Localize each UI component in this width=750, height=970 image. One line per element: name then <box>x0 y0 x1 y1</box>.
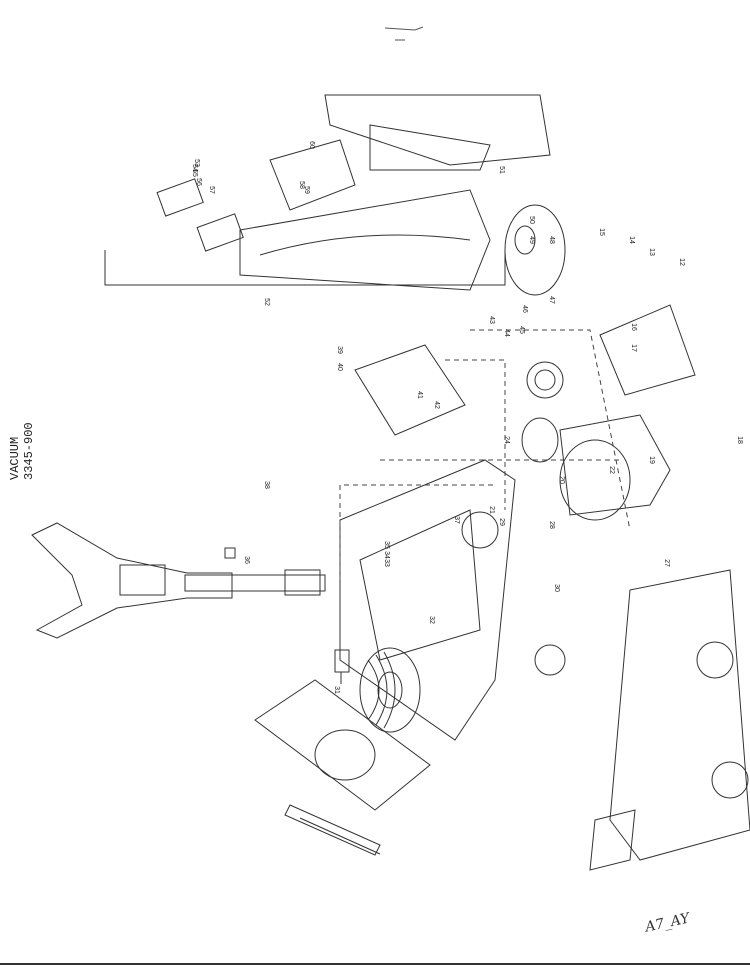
base-wheel-part <box>696 641 734 679</box>
cord-reel-windings <box>367 651 396 729</box>
callout-57: 57 <box>208 186 215 194</box>
callout-39: 39 <box>336 346 343 354</box>
assembly-bracket <box>104 250 506 286</box>
callout-43: 43 <box>488 316 495 324</box>
side-panel-part <box>254 679 431 811</box>
callout-48: 48 <box>548 236 555 244</box>
dashed-leader <box>339 484 495 580</box>
callout-32: 32 <box>428 616 435 624</box>
handle-block-part <box>284 569 321 596</box>
bag-housing-seam <box>259 234 471 256</box>
callout-labels: 1234567891011121314151617181920212223242… <box>191 141 743 694</box>
callout-17: 17 <box>630 344 637 352</box>
bag-part <box>369 124 491 171</box>
callout-19: 19 <box>648 456 655 464</box>
base-wheel-part <box>711 761 749 799</box>
plug-part <box>334 649 350 684</box>
handle-tube-part <box>184 574 326 592</box>
callout-15: 15 <box>598 228 605 236</box>
motor-frame-part <box>559 414 671 516</box>
callout-27: 27 <box>663 559 670 567</box>
callout-40: 40 <box>336 363 343 371</box>
callout-21: 21 <box>488 506 495 514</box>
bumper-part <box>589 809 636 871</box>
bag-housing-part <box>239 189 491 291</box>
callout-52: 52 <box>263 298 270 306</box>
base-part <box>609 569 750 861</box>
trim-strip-part <box>299 817 381 855</box>
trim-strip-part <box>284 804 381 856</box>
callout-38: 38 <box>263 481 270 489</box>
pulley-hub-part <box>514 225 536 255</box>
cord-reel-part <box>359 647 421 733</box>
callout-28: 28 <box>548 521 555 529</box>
top-scribble <box>384 26 424 41</box>
motor-part <box>559 439 631 521</box>
cord-reel-hub-part <box>377 671 403 709</box>
callout-33: 33 <box>383 559 390 567</box>
side-panel-window-part <box>314 729 376 781</box>
housing-inner-part <box>359 509 481 661</box>
dashed-leader <box>470 329 631 531</box>
dashed-leader <box>445 359 506 510</box>
motor-fan-part <box>521 417 559 463</box>
callout-54: 54 <box>191 164 198 172</box>
callout-14: 14 <box>628 236 635 244</box>
latch-part <box>156 178 204 217</box>
motor-cover-part <box>599 304 696 396</box>
callout-22: 22 <box>608 466 615 474</box>
callout-50: 50 <box>528 216 535 224</box>
main-housing-part <box>339 459 516 741</box>
latch-part <box>196 213 244 252</box>
callout-59: 59 <box>303 186 310 194</box>
callout-55: 55 <box>191 169 198 177</box>
callout-45: 45 <box>518 326 525 334</box>
callout-41: 41 <box>416 391 423 399</box>
callout-44: 44 <box>503 329 510 337</box>
housing-bearing-part <box>461 511 499 549</box>
callout-34: 34 <box>383 551 390 559</box>
handle-grip-part <box>119 564 166 596</box>
callout-53: 53 <box>193 159 200 167</box>
page-bottom-rule <box>0 963 750 965</box>
callout-20: 20 <box>558 476 565 484</box>
callout-16: 16 <box>630 323 637 331</box>
callout-12: 12 <box>678 258 685 266</box>
motor-ring-part <box>526 361 564 399</box>
callout-51: 51 <box>498 166 505 174</box>
filter-cover-part <box>324 94 551 166</box>
callout-36: 36 <box>243 556 250 564</box>
callout-24: 24 <box>503 436 510 444</box>
callout-56: 56 <box>195 178 202 186</box>
callout-42: 42 <box>433 401 440 409</box>
callout-47: 47 <box>548 296 555 304</box>
bag-door-part <box>269 139 356 211</box>
callout-58: 58 <box>298 181 305 189</box>
callout-29: 29 <box>498 518 505 526</box>
motor-ring-part <box>534 369 556 391</box>
housing-bearing-part <box>534 644 566 676</box>
callout-30: 30 <box>553 584 560 592</box>
callout-37: 37 <box>453 516 460 524</box>
callout-60: 60 <box>308 141 315 149</box>
handle-part <box>31 522 233 639</box>
callout-35: 35 <box>383 541 390 549</box>
callout-13: 13 <box>648 248 655 256</box>
mounting-plate-part <box>354 344 466 436</box>
callout-46: 46 <box>521 305 528 313</box>
callout-18: 18 <box>736 436 743 444</box>
handle-clip-part <box>224 547 236 559</box>
callout-31: 31 <box>333 686 340 694</box>
callout-49: 49 <box>528 236 535 244</box>
